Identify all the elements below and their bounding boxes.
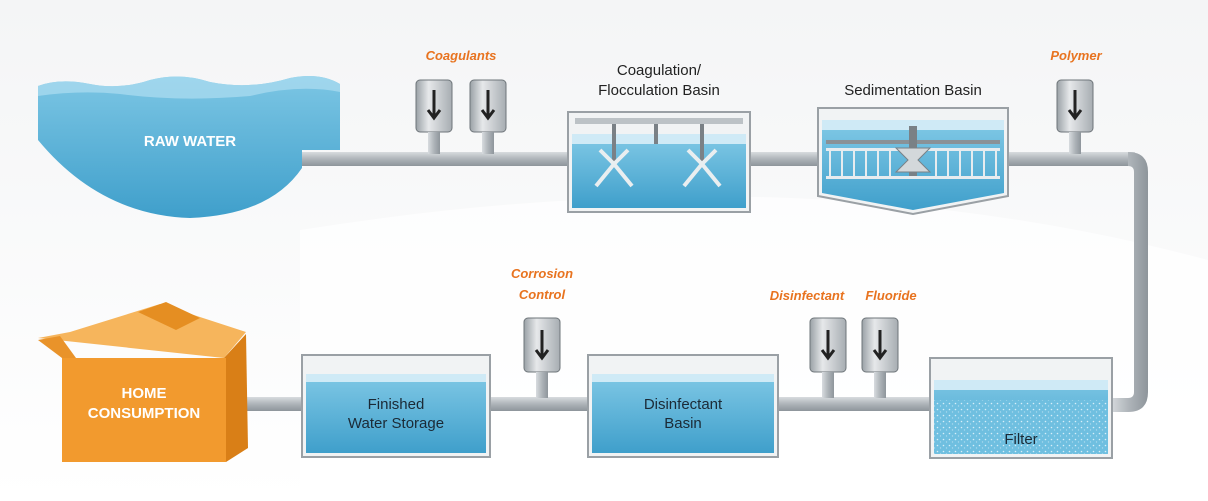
pipe-sed-to-bend (1005, 152, 1135, 166)
home-label-line2: CONSUMPTION (88, 405, 201, 422)
raw-water-label: RAW WATER (144, 133, 236, 150)
fluoride-feeder (861, 317, 899, 398)
pipe-return-bend (1110, 152, 1148, 412)
disinfectant-basin-title-line2: Basin (664, 415, 702, 432)
coagulation-flocculation-basin (567, 111, 751, 213)
down-arrow-icon (426, 90, 442, 121)
corrosion-control-feeder (523, 317, 561, 398)
home-label-line1: HOME (122, 385, 167, 402)
disinfectant-label: Disinfectant (770, 288, 845, 303)
down-arrow-icon (820, 330, 836, 361)
finished-water-storage: Finished Water Storage (301, 354, 491, 458)
raw-water-reservoir: RAW WATER (38, 76, 340, 218)
home-consumption-house: HOME CONSUMPTION (38, 302, 248, 462)
polymer-label: Polymer (1050, 48, 1102, 63)
corrosion-label-line1: Corrosion (511, 266, 573, 281)
pipe-network (228, 152, 1148, 412)
coagulant-feeder-2 (469, 79, 507, 154)
disinfectant-basin: Disinfectant Basin (587, 354, 779, 458)
pipe-filter-to-disinfectant (778, 397, 933, 411)
coagulant-feeder-1 (415, 79, 453, 154)
down-arrow-icon (480, 90, 496, 121)
filter-label: Filter (1004, 431, 1037, 448)
finished-storage-title-line2: Water Storage (348, 415, 444, 432)
down-arrow-icon (1067, 90, 1083, 121)
coagulants-label: Coagulants (426, 48, 497, 63)
finished-storage-title-line1: Finished (368, 396, 425, 413)
coag-basin-title-line2: Flocculation Basin (598, 82, 720, 99)
corrosion-label-line2: Control (519, 287, 566, 302)
disinfectant-basin-title-line1: Disinfectant (644, 396, 723, 413)
fluoride-label: Fluoride (865, 288, 916, 303)
disinfectant-feeder (809, 317, 847, 398)
sedimentation-basin (817, 107, 1009, 216)
down-arrow-icon (872, 330, 888, 361)
coag-basin-title-line1: Coagulation/ (617, 62, 702, 79)
down-arrow-icon (534, 330, 550, 361)
filter-tank: Filter (929, 357, 1113, 459)
pipe-raw-to-coag (300, 152, 570, 166)
pipe-disinfectant-to-storage (490, 397, 590, 411)
sed-basin-title: Sedimentation Basin (844, 82, 982, 99)
polymer-feeder (1056, 79, 1094, 154)
pipe-coag-to-sed (750, 152, 825, 166)
